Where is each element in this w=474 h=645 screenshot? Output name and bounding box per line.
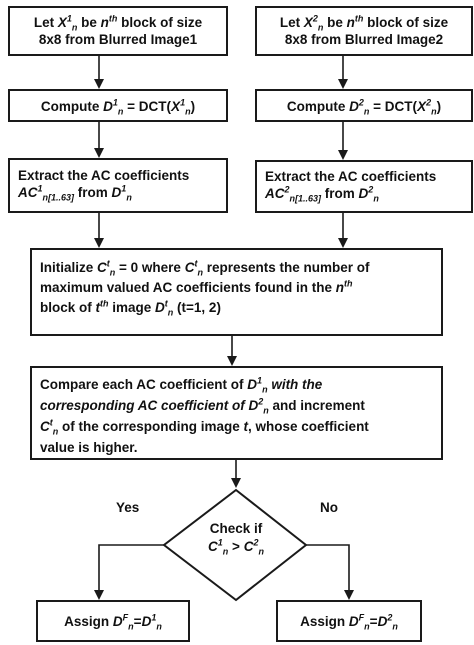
edge-decision-no [306,544,354,600]
node-extract1: Extract the AC coefficients AC1n[1..63] … [8,158,228,213]
node-init: Initialize Ctn = 0 where Ctn represents … [30,248,443,336]
node-compute2: Compute D2n = DCT(X2n) [255,89,473,122]
node-block1: Let X1n be nth block of size 8x8 from Bl… [8,6,228,56]
edge-label-yes: Yes [116,500,140,515]
node-extract2: Extract the AC coefficients AC2n[1..63] … [255,160,473,213]
decision-text: Check if C1n > C2n [208,521,264,557]
node-block2: Let X2n be nth block of size 8x8 from Bl… [255,6,473,56]
node-compare: Compare each AC coefficient of D1n with … [30,366,443,460]
edge-label-no: No [320,500,338,515]
decision-diamond [162,488,308,602]
node-assign2: Assign DFn=D2n [276,600,422,642]
node-compute1: Compute D1n = DCT(X1n) [8,89,228,122]
edge-decision-yes [94,544,164,600]
node-assign1: Assign DFn=D1n [36,600,190,642]
